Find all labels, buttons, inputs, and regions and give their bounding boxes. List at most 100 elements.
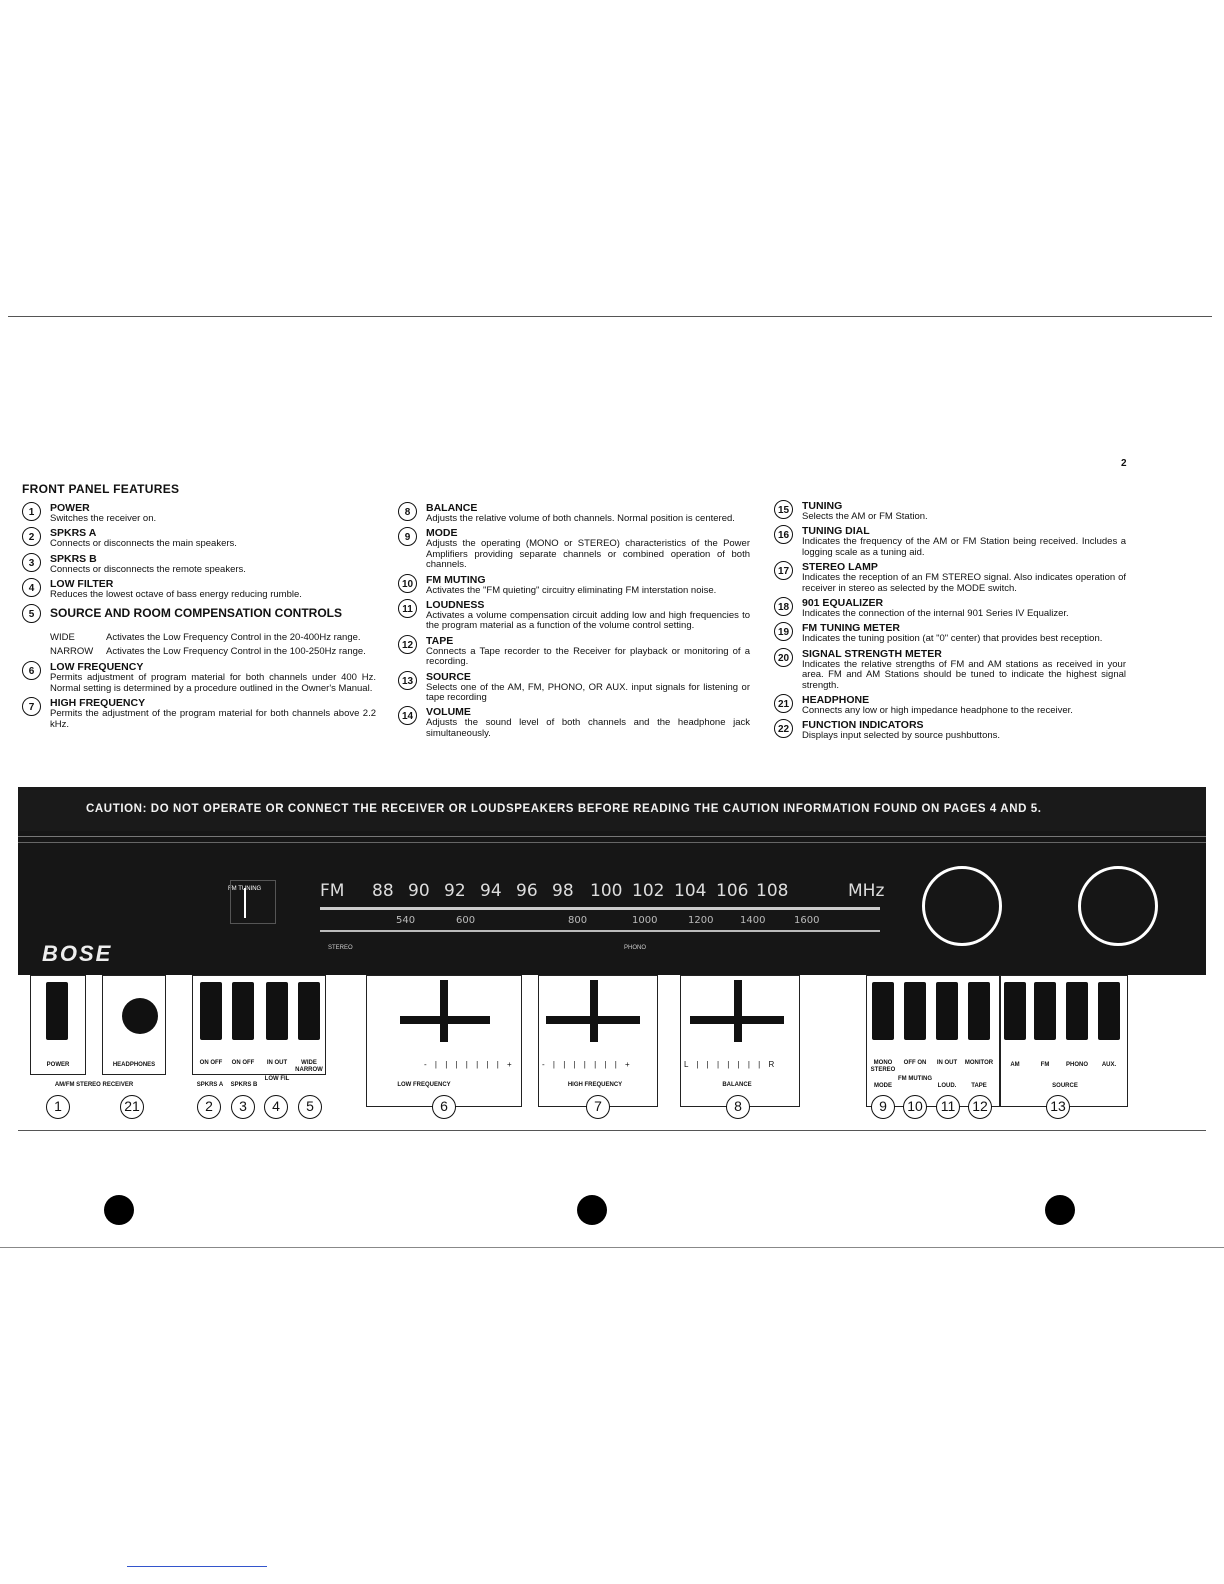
am-tick-label: 800 [568,915,588,926]
callout-12: 12 [968,1095,992,1119]
tuning-knob[interactable] [922,866,1002,946]
dial-bar [320,930,880,932]
headphones-box [102,975,166,1075]
power-label: POWER [46,1062,70,1068]
feature-desc: Reduces the lowest octave of bass energy… [50,589,302,601]
fm-tick-label: 100 [590,881,623,901]
callout-number: 4 [22,578,41,598]
scale-plus: + [625,1060,633,1069]
high-frequency-slider-knob[interactable] [590,980,598,1042]
dial-bar [320,907,880,910]
am-tick-label: 540 [396,915,416,926]
callout-number: 11 [398,599,417,619]
spkrs-a-button[interactable] [200,982,222,1040]
scale-minus: - [424,1060,430,1069]
callout-5: 5 [298,1095,322,1119]
feature-desc: Permits adjustment of program material f… [50,672,376,694]
loudness-button[interactable] [936,982,958,1040]
callout-7: 7 [586,1095,610,1119]
source-aux-button[interactable] [1098,982,1120,1040]
headphone-jack[interactable] [122,998,158,1034]
callout-number: 22 [774,719,793,739]
feature-title: TUNING [802,500,843,512]
feature-desc: Indicates the frequency of the AM or FM … [802,536,1126,558]
balance-slider-knob[interactable] [734,980,742,1042]
source-am-button[interactable] [1004,982,1026,1040]
feature-title: SOURCE [426,670,471,683]
feature-title: STEREO LAMP [802,561,878,574]
binder-hole-center [577,1195,607,1225]
fm-tick-label: 88 [372,881,394,901]
power-button[interactable] [46,982,68,1040]
speaker-switch-box [192,975,326,1075]
callout-number: 9 [398,527,417,547]
fm-label: FM [320,881,345,901]
low-frequency-slider-knob[interactable] [440,980,448,1042]
callout-number: 20 [774,647,793,667]
fm-tick-label: 98 [552,881,574,901]
option-key: WIDE [50,631,75,643]
mode-button[interactable] [872,982,894,1040]
feature-title: LOW FILTER [50,578,114,591]
fm-tick-label: 102 [632,881,665,901]
low-filter-button[interactable] [266,982,288,1040]
bose-logo: BOSE [42,941,113,966]
model-label: AM/FM STEREO RECEIVER [54,1082,134,1088]
callout-number: 6 [22,661,41,681]
wide-narrow-button[interactable] [298,982,320,1040]
feature-title: VOLUME [426,706,471,719]
fm-muting-button[interactable] [904,982,926,1040]
source-phono-button[interactable] [1066,982,1088,1040]
fm-label: FM [1040,1062,1050,1068]
feature-title: FUNCTION INDICATORS [802,719,924,732]
callout-4: 4 [264,1095,288,1119]
source-fm-button[interactable] [1034,982,1056,1040]
feature-title: TAPE [426,634,454,647]
callout-6: 6 [432,1095,456,1119]
feature-desc: Connects or disconnects the main speaker… [50,538,237,550]
callout-11: 11 [936,1095,960,1119]
feature-desc: Indicates the relative strengths of FM a… [802,658,1126,691]
feature-desc: Connects a Tape recorder to the Receiver… [426,645,750,668]
feature-desc: Selects the AM or FM Station. [802,511,928,522]
loudness-state: IN OUT [936,1060,958,1066]
section-title: FRONT PANEL FEATURES [22,482,180,496]
spkrs-b-button[interactable] [232,982,254,1040]
volume-knob[interactable] [1078,866,1158,946]
option-desc: Activates the Low Frequency Control in t… [106,646,366,658]
feature-desc: Indicates the tuning position (at "0" ce… [802,633,1103,645]
low-frequency-label: LOW FREQUENCY [397,1082,451,1088]
feature-desc: Permits the adjustment of the program ma… [50,708,376,730]
am-tick-label: 1200 [688,915,714,926]
low-filter-state: IN OUT [266,1060,288,1066]
feature-desc: Displays input selected by source pushbu… [802,730,1001,742]
callout-number: 7 [22,697,41,717]
feature-desc: Adjusts the sound level of both channels… [426,717,750,739]
scale-minus: - [542,1060,548,1069]
callout-8: 8 [726,1095,750,1119]
am-tick-label: 1400 [740,915,766,926]
fm-tick-label: 108 [756,881,789,901]
callout-number: 3 [22,552,41,572]
feature-title: TUNING DIAL [802,525,870,538]
tape-monitor-button[interactable] [968,982,990,1040]
scale-l: L [684,1060,692,1069]
high-frequency-scale: - | | | | | | | + [542,1060,633,1069]
callout-number: 12 [398,634,417,654]
